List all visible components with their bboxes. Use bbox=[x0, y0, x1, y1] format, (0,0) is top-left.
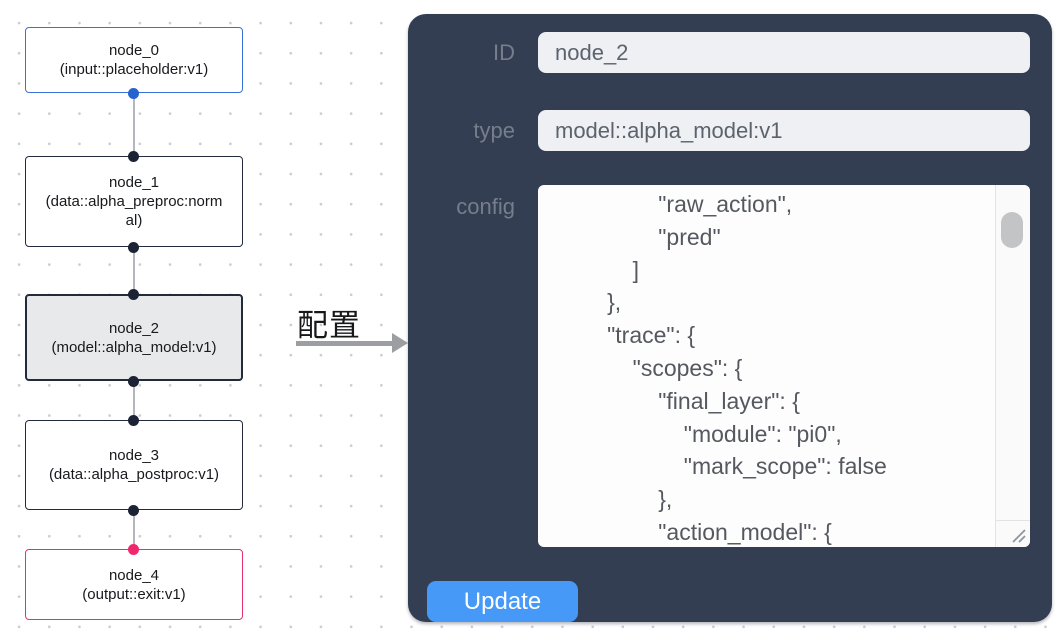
node-settings-panel: ID type config "raw_action", "pred" ] },… bbox=[408, 14, 1052, 622]
port-node_3-output[interactable] bbox=[128, 504, 139, 516]
node-subtitle: (model::alpha_model:v1) bbox=[51, 338, 217, 356]
type-field-label: type bbox=[473, 118, 515, 143]
node-subtitle: (data::alpha_postproc:v1) bbox=[48, 466, 220, 483]
textarea-resize-handle[interactable] bbox=[995, 520, 1030, 547]
node-subtitle: (input::placeholder:v1) bbox=[59, 61, 209, 78]
edge-node3-node4 bbox=[133, 510, 135, 550]
port-node_1-output[interactable] bbox=[128, 241, 139, 253]
port-node_3-input[interactable] bbox=[128, 414, 139, 426]
port-node_1-input[interactable] bbox=[128, 150, 139, 162]
edge-node1-node2 bbox=[133, 247, 135, 295]
update-button[interactable]: Update bbox=[427, 581, 578, 622]
config-scrollbar-thumb[interactable] bbox=[1001, 212, 1023, 248]
right-arrow-icon bbox=[296, 341, 392, 346]
edge-node0-node1 bbox=[133, 93, 135, 157]
port-node_0-output[interactable] bbox=[128, 87, 139, 99]
flow-node-node_2-selected[interactable]: node_2 (model::alpha_model:v1) bbox=[25, 294, 243, 381]
node-title: node_4 bbox=[108, 566, 160, 584]
node-subtitle: (data::alpha_preproc:normal) bbox=[45, 193, 223, 229]
flow-node-node_4[interactable]: node_4 (output::exit:v1) bbox=[25, 549, 243, 620]
id-field-label: ID bbox=[493, 40, 515, 65]
right-arrow-head-icon bbox=[392, 333, 408, 353]
node-title: node_0 bbox=[108, 42, 160, 59]
config-field-label: config bbox=[456, 194, 515, 219]
resize-grip-icon bbox=[1012, 529, 1026, 543]
configure-label: 配置 bbox=[297, 308, 361, 343]
type-input[interactable] bbox=[538, 110, 1030, 151]
flow-node-node_3[interactable]: node_3 (data::alpha_postproc:v1) bbox=[25, 420, 243, 510]
config-textarea[interactable]: "raw_action", "pred" ] }, "trace": { "sc… bbox=[538, 185, 1030, 547]
config-json-text: "raw_action", "pred" ] }, "trace": { "sc… bbox=[607, 191, 887, 545]
node-title: node_1 bbox=[108, 174, 160, 191]
node-subtitle: (output::exit:v1) bbox=[82, 585, 186, 603]
flow-node-node_0[interactable]: node_0 (input::placeholder:v1) bbox=[25, 27, 243, 93]
node-title: node_2 bbox=[108, 319, 160, 337]
flow-node-node_1[interactable]: node_1 (data::alpha_preproc:normal) bbox=[25, 156, 243, 247]
id-input[interactable] bbox=[538, 32, 1030, 73]
port-node_4-input[interactable] bbox=[128, 543, 139, 555]
port-node_2-output[interactable] bbox=[128, 375, 139, 387]
port-node_2-input[interactable] bbox=[128, 288, 139, 300]
config-scrollbar-track[interactable] bbox=[995, 185, 1030, 520]
node-title: node_3 bbox=[108, 447, 160, 464]
edge-node2-node3 bbox=[133, 381, 135, 421]
